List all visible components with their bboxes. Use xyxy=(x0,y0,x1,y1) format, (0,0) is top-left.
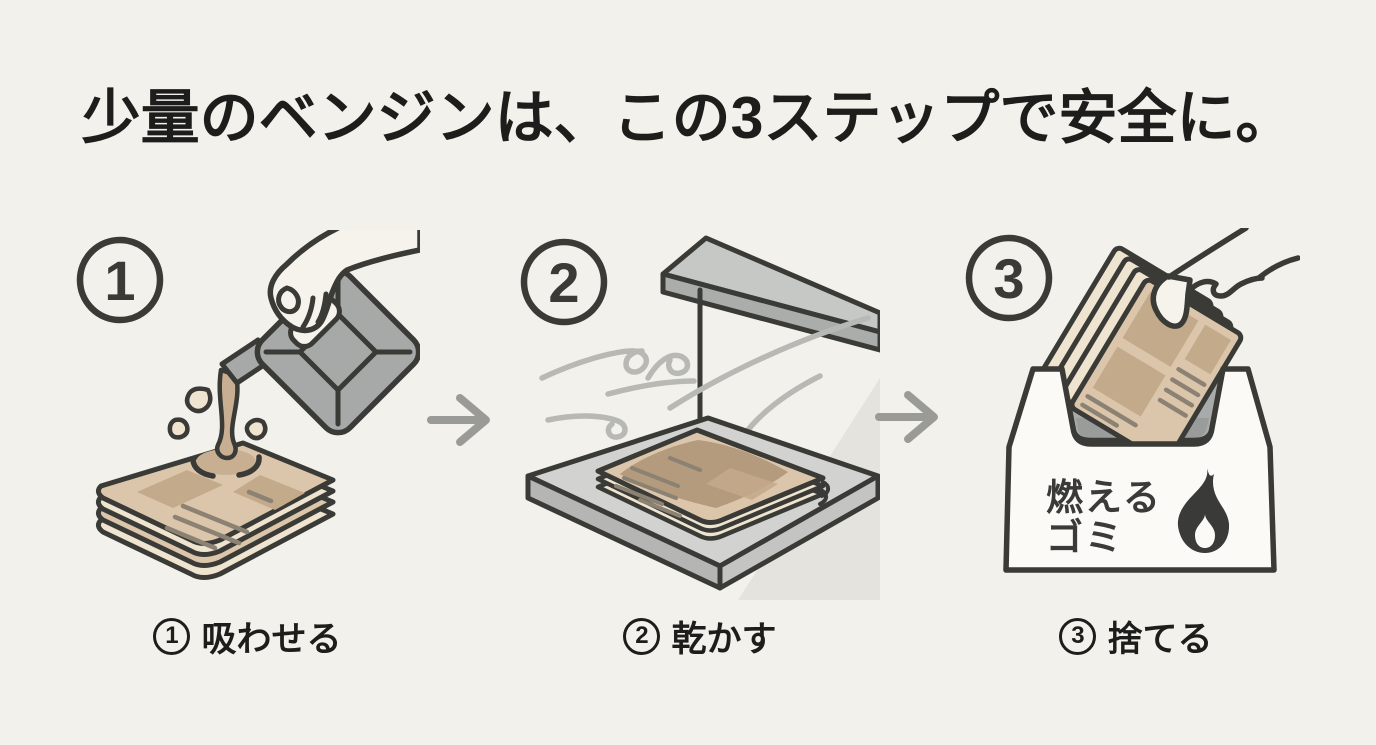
step3-number: 3 xyxy=(993,247,1024,310)
step1-number: 1 xyxy=(104,249,135,312)
step1-illustration: 1 xyxy=(75,230,420,604)
pouring-hand xyxy=(267,230,420,334)
pour-stream xyxy=(215,367,240,461)
liquid-puddle xyxy=(190,449,262,479)
step1-caption-label: 吸わせる xyxy=(201,619,342,659)
step1-number-badge: 1 xyxy=(76,236,164,324)
step3-number-badge: 3 xyxy=(965,234,1053,322)
step3-scene: 3 xyxy=(965,228,1300,573)
splash-droplets xyxy=(167,386,268,441)
newspaper-stack xyxy=(95,440,336,580)
caption-step2: 2 乾かす xyxy=(520,608,880,664)
newspaper-print xyxy=(137,470,305,551)
arrow-right-icon xyxy=(874,387,954,447)
step2-caption-number: 2 xyxy=(623,617,661,655)
step1-scene: 1 xyxy=(76,230,420,580)
caption-step1: 1 吸わせる xyxy=(75,608,420,664)
step2-scene: 2 xyxy=(520,235,880,600)
bag-label-line1: 燃える xyxy=(1046,477,1162,518)
drying-newspaper xyxy=(595,427,831,541)
page-title: 少量のベンジンは、この3ステップで安全に。 xyxy=(81,85,1295,151)
caption-step3: 3 捨てる xyxy=(956,608,1316,664)
step3-illustration: 3 xyxy=(940,228,1300,602)
step2-number-badge: 2 xyxy=(520,238,608,326)
dropping-hand xyxy=(1150,228,1300,329)
overhead-shelf xyxy=(660,235,880,353)
step1-caption-number: 1 xyxy=(153,617,191,655)
bag-label: 燃える ゴミ xyxy=(1046,477,1162,558)
step2-number: 2 xyxy=(548,251,579,314)
trash-bag xyxy=(1003,366,1277,573)
flame-icon xyxy=(1177,468,1230,553)
step2-illustration: 2 xyxy=(520,228,880,602)
bag-label-line2: ゴミ xyxy=(1046,516,1124,558)
step3-caption-label: 捨てる xyxy=(1107,619,1213,659)
arrow-right-icon xyxy=(426,390,506,450)
step3-caption-number: 3 xyxy=(1059,617,1097,655)
step2-caption-label: 乾かす xyxy=(671,619,777,659)
